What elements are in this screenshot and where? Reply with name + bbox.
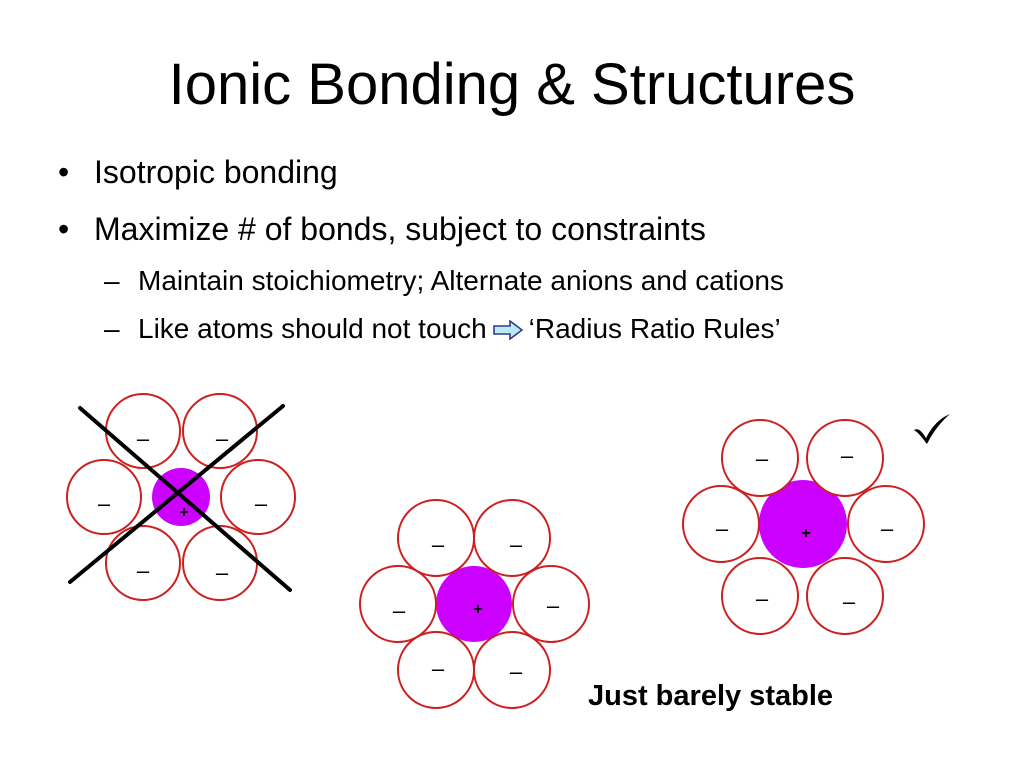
anion-symbol: – bbox=[756, 586, 769, 611]
anion bbox=[220, 459, 296, 535]
bullet-item: • Maximize # of bonds, subject to constra… bbox=[58, 209, 706, 249]
cation-symbol: + bbox=[179, 504, 188, 521]
anion-symbol: – bbox=[510, 659, 523, 684]
anion-symbol: – bbox=[843, 589, 856, 614]
subbullet-marker: – bbox=[104, 313, 120, 344]
anion bbox=[105, 525, 181, 601]
bullet-marker: • bbox=[58, 154, 70, 190]
radius-ratio-rules-text: ‘Radius Ratio Rules’ bbox=[528, 313, 781, 344]
checkmark-icon bbox=[912, 412, 952, 451]
anion-symbol: – bbox=[881, 516, 894, 541]
bullet-text: Maximize # of bonds, subject to constrai… bbox=[94, 211, 706, 247]
bullet-list: • Isotropic bonding • Maximize # of bonds,… bbox=[0, 0, 1024, 360]
anion-symbol: – bbox=[137, 558, 150, 583]
cation-symbol: + bbox=[473, 601, 482, 618]
config-unstable: – – – – – – + bbox=[66, 393, 296, 601]
anion-symbol: – bbox=[216, 426, 229, 451]
config-stable: – – – – – – + bbox=[682, 419, 925, 635]
subbullet-item: –Maintain stoichiometry; Alternate anion… bbox=[104, 264, 784, 298]
anion-symbol: – bbox=[841, 443, 854, 468]
anion-symbol: – bbox=[432, 656, 445, 681]
anion-symbol: – bbox=[756, 446, 769, 471]
anion bbox=[473, 499, 551, 577]
subbullet-text: Like atoms should not touch bbox=[138, 313, 487, 344]
cation-symbol: + bbox=[801, 525, 810, 542]
bullet-marker: • bbox=[58, 211, 70, 247]
anion-symbol: – bbox=[716, 516, 729, 541]
bullet-item: • Isotropic bonding bbox=[58, 152, 338, 192]
anion bbox=[721, 419, 799, 497]
cross-out-mark bbox=[68, 404, 292, 592]
subbullet-marker: – bbox=[104, 265, 120, 296]
anion-symbol: – bbox=[216, 560, 229, 585]
anion bbox=[806, 557, 884, 635]
anion-symbol: – bbox=[255, 491, 268, 516]
config-barely-stable: – – – – – – + bbox=[359, 499, 590, 709]
subbullet-text: Maintain stoichiometry; Alternate anions… bbox=[138, 265, 784, 296]
anion bbox=[721, 557, 799, 635]
caption-just-barely-stable: Just barely stable bbox=[588, 680, 833, 712]
anion-symbol: – bbox=[137, 426, 150, 451]
bullet-text: Isotropic bonding bbox=[94, 154, 338, 190]
anion bbox=[847, 485, 925, 563]
right-arrow-icon bbox=[492, 314, 524, 348]
anion-symbol: – bbox=[432, 532, 445, 557]
anion bbox=[359, 565, 437, 643]
slide-title: Ionic Bonding & Structures bbox=[168, 52, 856, 117]
anion bbox=[682, 485, 760, 563]
anion-symbol: – bbox=[510, 532, 523, 557]
anion bbox=[806, 419, 884, 497]
anion-symbol: – bbox=[98, 491, 111, 516]
anion bbox=[512, 565, 590, 643]
cation bbox=[759, 480, 847, 568]
cation bbox=[436, 566, 512, 642]
anion-symbol: – bbox=[547, 593, 560, 618]
anion bbox=[182, 393, 258, 469]
anion-symbol: – bbox=[393, 598, 406, 623]
anion bbox=[66, 459, 142, 535]
subbullet-item: –Like atoms should not touch ‘Radius Rati… bbox=[104, 312, 781, 348]
anion bbox=[473, 631, 551, 709]
